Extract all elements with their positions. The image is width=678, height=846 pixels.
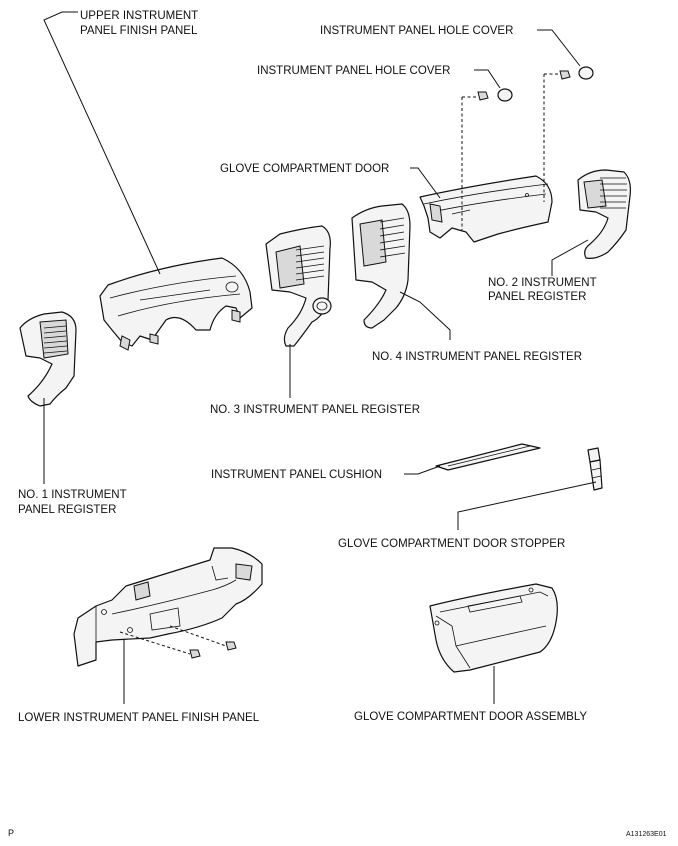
instrument-panel-cushion [435,443,541,471]
glove-compartment-door-stopper [587,447,603,491]
leader-hole-cover-right [537,29,581,67]
hole-cover-left [461,88,513,230]
lower-instrument-panel-finish-panel [73,547,263,667]
label-no1-register-line1: NO. 1 INSTRUMENT [18,489,127,501]
no2-instrument-panel-register [577,169,631,259]
label-no2-register-line2: PANEL REGISTER [488,291,586,303]
leader-cushion [404,465,441,475]
leader-lines [43,11,597,704]
no3-instrument-panel-register [265,225,332,347]
label-hole-cover-right: INSTRUMENT PANEL HOLE COVER [320,25,513,37]
label-upper-finish-panel-line1: UPPER INSTRUMENT [80,10,198,22]
leader-hole-cover-left [474,69,501,89]
leader-no2-register [551,239,589,276]
glove-compartment-door-assembly [429,583,558,673]
leader-no4-register [399,291,451,340]
label-glove-compartment-door: GLOVE COMPARTMENT DOOR [220,163,389,175]
label-no4-register: NO. 4 INSTRUMENT PANEL REGISTER [372,351,582,363]
leader-glove-compartment-door [410,167,441,199]
label-lower-finish-panel: LOWER INSTRUMENT PANEL FINISH PANEL [18,712,260,724]
leader-door-stopper [457,481,597,530]
label-upper-finish-panel-line2: PANEL FINISH PANEL [80,25,198,37]
label-no3-register: NO. 3 INSTRUMENT PANEL REGISTER [210,404,420,416]
no4-instrument-panel-register [351,203,411,329]
label-hole-cover-left: INSTRUMENT PANEL HOLE COVER [257,65,450,77]
upper-instrument-panel-finish-panel [99,257,253,351]
no1-instrument-panel-register [19,311,77,407]
leader-upper-finish-panel [43,11,161,275]
label-door-stopper: GLOVE COMPARTMENT DOOR STOPPER [338,538,565,550]
hole-cover-right [543,66,594,202]
label-cushion: INSTRUMENT PANEL CUSHION [211,469,382,481]
label-door-assembly: GLOVE COMPARTMENT DOOR ASSEMBLY [354,711,587,723]
figure-id: A131263E01 [626,831,667,838]
glove-compartment-door [419,175,553,243]
label-no1-register-line2: PANEL REGISTER [18,504,116,516]
corner-mark: P [8,828,14,838]
label-no2-register-line1: NO. 2 INSTRUMENT [488,277,597,289]
